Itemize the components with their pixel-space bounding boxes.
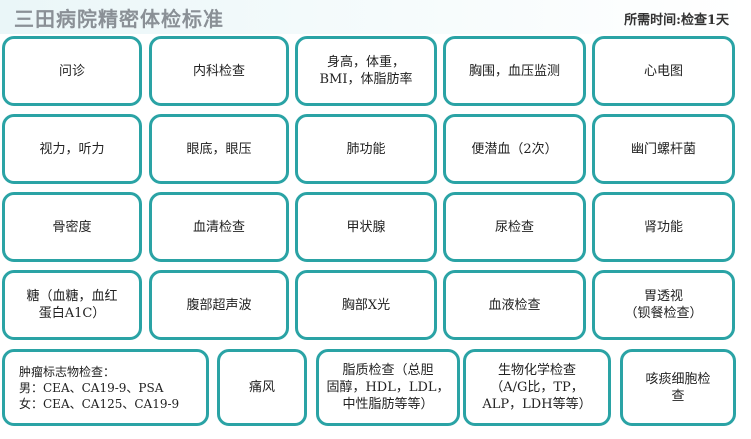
item-label: 腹部超声波: [186, 297, 252, 313]
item-lung-function: 肺功能: [295, 114, 437, 184]
item-label: 肾功能: [643, 219, 683, 235]
item-label: 身高，体重， BMI，体脂肪率: [319, 55, 413, 87]
item-label: 心电图: [643, 63, 683, 79]
item-label: 眼底，眼压: [186, 141, 252, 157]
item-label: 问诊: [58, 63, 85, 79]
item-label: 血液检查: [488, 297, 541, 313]
item-label: 生物化学检查 （A/G比，TP， ALP，LDH等等）: [482, 363, 592, 412]
item-label: 胸围，血压监测: [468, 63, 560, 79]
item-helicobacter: 幽门螺杆菌: [592, 114, 735, 184]
item-chest-blood-pressure: 胸围，血压监测: [443, 36, 586, 106]
item-occult-blood: 便潜血（2次）: [443, 114, 586, 184]
item-fundus-eye-pressure: 眼底，眼压: [149, 114, 289, 184]
item-sputum-cytology: 咳痰细胞检 查: [620, 349, 736, 426]
item-ecg: 心电图: [592, 36, 735, 106]
item-label: 便潜血（2次）: [471, 141, 558, 157]
item-barium-meal: 胃透视 （钡餐检查）: [592, 270, 735, 340]
item-kidney-function: 肾功能: [592, 192, 735, 262]
item-abdominal-ultrasound: 腹部超声波: [149, 270, 289, 340]
item-chest-xray: 胸部X光: [295, 270, 437, 340]
item-label: 咳痰细胞检 查: [645, 371, 711, 404]
item-label: 视力，听力: [39, 141, 105, 157]
item-blood-test: 血液检查: [443, 270, 586, 340]
item-bone-density: 骨密度: [2, 192, 142, 262]
item-serum-test: 血清检查: [149, 192, 289, 262]
item-label: 脂质检查（总胆 固醇，HDL，LDL， 中性脂肪等等）: [326, 363, 450, 412]
item-urine-test: 尿检查: [443, 192, 586, 262]
item-blood-sugar: 糖（血糖，血红 蛋白A1C）: [2, 270, 142, 340]
item-label: 尿检查: [494, 219, 534, 235]
item-lipid-test: 脂质检查（总胆 固醇，HDL，LDL， 中性脂肪等等）: [316, 349, 460, 426]
item-body-measurements: 身高，体重， BMI，体脂肪率: [295, 36, 437, 106]
item-internal-medicine: 内科检查: [149, 36, 289, 106]
item-label: 肿瘤标志物检查： 男：CEA、CA19-9、PSA 女：CEA、CA125、CA…: [19, 364, 180, 411]
item-label: 幽门螺杆菌: [630, 141, 696, 157]
item-gout: 痛风: [217, 349, 307, 426]
page-title: 三田病院精密体检标准: [14, 7, 224, 31]
time-required: 所需时间:检查1天: [624, 13, 729, 28]
item-label: 内科检查: [192, 63, 245, 79]
item-label: 骨密度: [52, 219, 92, 235]
item-label: 糖（血糖，血红 蛋白A1C）: [26, 289, 118, 321]
item-label: 胃透视 （钡餐检查）: [624, 289, 703, 321]
item-label: 甲状腺: [346, 219, 386, 235]
item-tumor-markers: 肿瘤标志物检查： 男：CEA、CA19-9、PSA 女：CEA、CA125、CA…: [2, 349, 209, 426]
item-consultation: 问诊: [2, 36, 142, 106]
item-label: 肺功能: [346, 141, 386, 157]
item-label: 痛风: [248, 380, 275, 395]
item-biochemistry: 生物化学检查 （A/G比，TP， ALP，LDH等等）: [463, 349, 611, 426]
header-band: [0, 0, 751, 34]
item-label: 血清检查: [192, 219, 245, 235]
item-vision-hearing: 视力，听力: [2, 114, 142, 184]
item-label: 胸部X光: [341, 297, 391, 313]
item-thyroid: 甲状腺: [295, 192, 437, 262]
